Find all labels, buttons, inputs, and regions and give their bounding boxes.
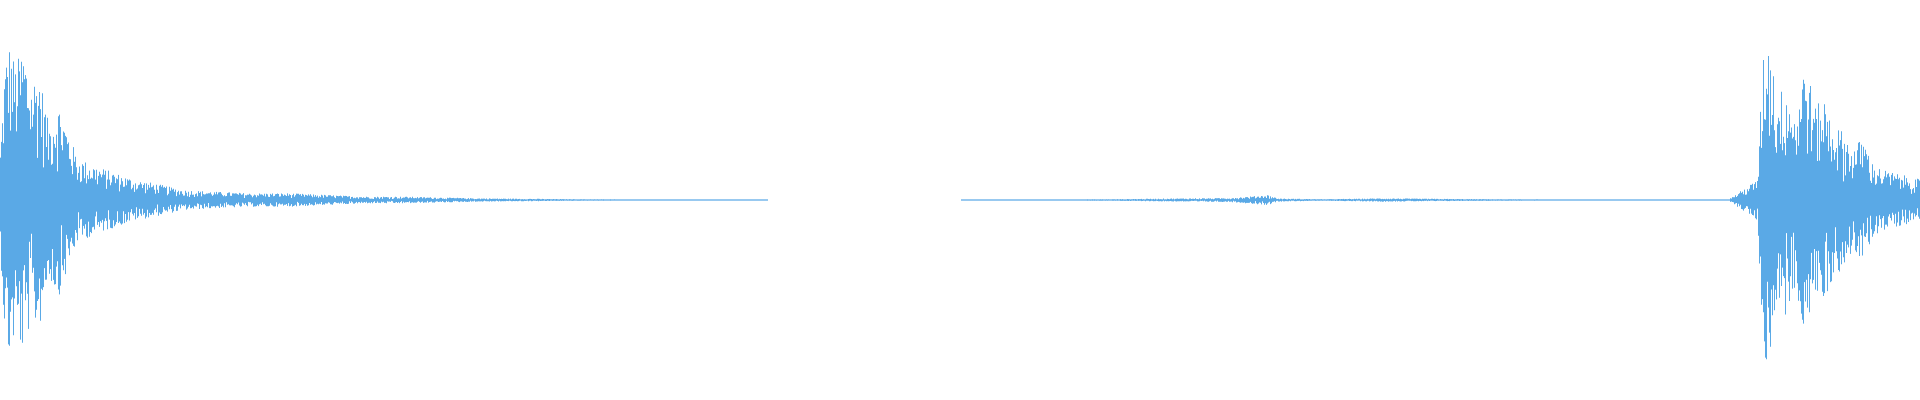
waveform-path (0, 52, 1920, 360)
waveform-samples (0, 52, 1920, 360)
